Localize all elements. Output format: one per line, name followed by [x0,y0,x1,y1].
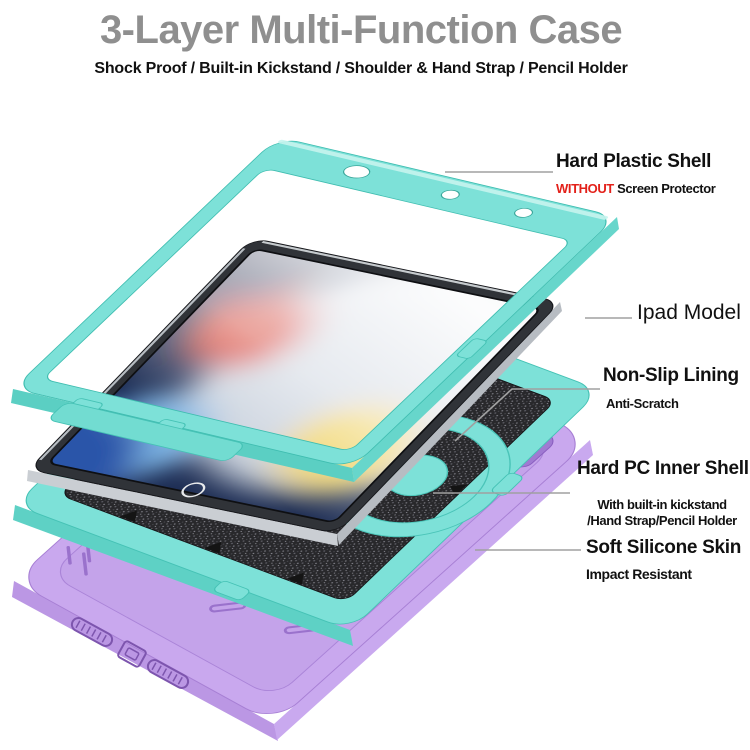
header: 3-Layer Multi-Function Case Shock Proof … [0,0,722,78]
home-button [181,482,206,498]
page-title: 3-Layer Multi-Function Case [99,8,623,52]
annotation-non-slip-lining-note: Anti-Scratch [606,396,679,411]
tablet-edge-bottom [27,470,338,546]
annotation-soft-silicone-skin-note: Impact Resistant [586,566,692,582]
speaker-grille [70,617,114,647]
shell-side-wall [13,505,353,646]
annotation-note-line2: /Hand Strap/Pencil Holder [587,513,737,528]
annotation-non-slip-lining: Non-Slip Lining [603,365,739,386]
annotation-note-text: Screen Protector [617,181,716,196]
annotation-hard-plastic-shell-note: WITHOUT Screen Protector [556,181,716,196]
speaker-grille [146,659,190,689]
skin-side-wall-right [274,440,593,740]
leader-non-slip-lining [454,388,600,442]
annotation-note-highlight: WITHOUT [556,181,614,196]
annotation-note-line1: With built-in kickstand [597,497,727,512]
page-subtitle: Shock Proof / Built-in Kickstand / Shoul… [94,60,628,77]
kickstand-flap [50,402,243,461]
screen-glare [47,248,542,523]
annotation-hard-plastic-shell: Hard Plastic Shell [556,151,712,172]
charge-port-cutout [117,640,147,668]
camera-and-button-holes [343,165,534,218]
annotation-ipad-model: Ipad Model [637,301,741,324]
annotation-hard-pc-inner-shell: Hard PC Inner Shell [577,458,749,479]
front-frame-layer [23,139,609,465]
leader-lines [433,171,632,551]
skin-side-wall-left [12,581,278,741]
tablet-edge-right [337,302,562,545]
frame-side-wall-right [352,217,619,482]
annotation-hard-pc-inner-shell-note: With built-in kickstand /Hand Strap/Penc… [572,497,750,529]
annotation-soft-silicone-skin: Soft Silicone Skin [586,537,742,558]
